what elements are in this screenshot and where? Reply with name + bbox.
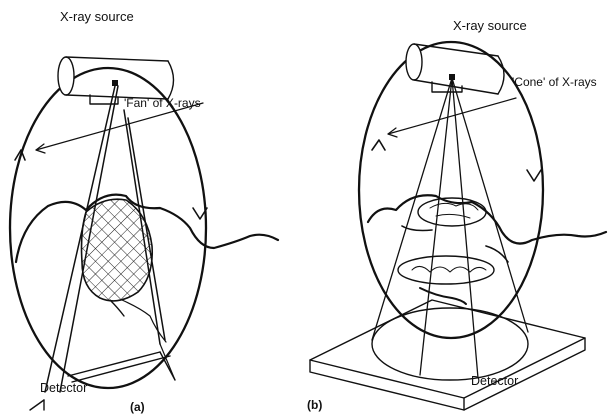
beam-label-a: 'Fan' of X-rays: [124, 96, 201, 110]
fan-pointer-arrow-a: [36, 103, 203, 150]
rotation-arrow-right-b: [527, 170, 541, 181]
panel-label-b: (b): [307, 398, 322, 412]
detector-label-b: Detector: [471, 374, 518, 388]
source-label-a: X-ray source: [60, 9, 134, 24]
cone-pointer-arrow-b: [388, 98, 516, 134]
rotation-arrow-left-b: [372, 140, 385, 150]
patient-lower-outline-b: [420, 288, 466, 304]
detector-plate-b: [310, 300, 585, 410]
irradiated-slice-a: [82, 199, 153, 301]
beam-label-b: 'Cone' of X-rays: [512, 75, 597, 89]
source-label-b: X-ray source: [453, 18, 527, 33]
lower-slice-b: [398, 256, 494, 284]
slice-lower-wire-a: [110, 300, 124, 316]
panel-label-a: (a): [130, 400, 145, 414]
xray-source-focal-spot-a: [112, 80, 118, 86]
detector-label-a: Detector: [40, 381, 87, 395]
panel-b-cone-beam: [310, 42, 606, 410]
